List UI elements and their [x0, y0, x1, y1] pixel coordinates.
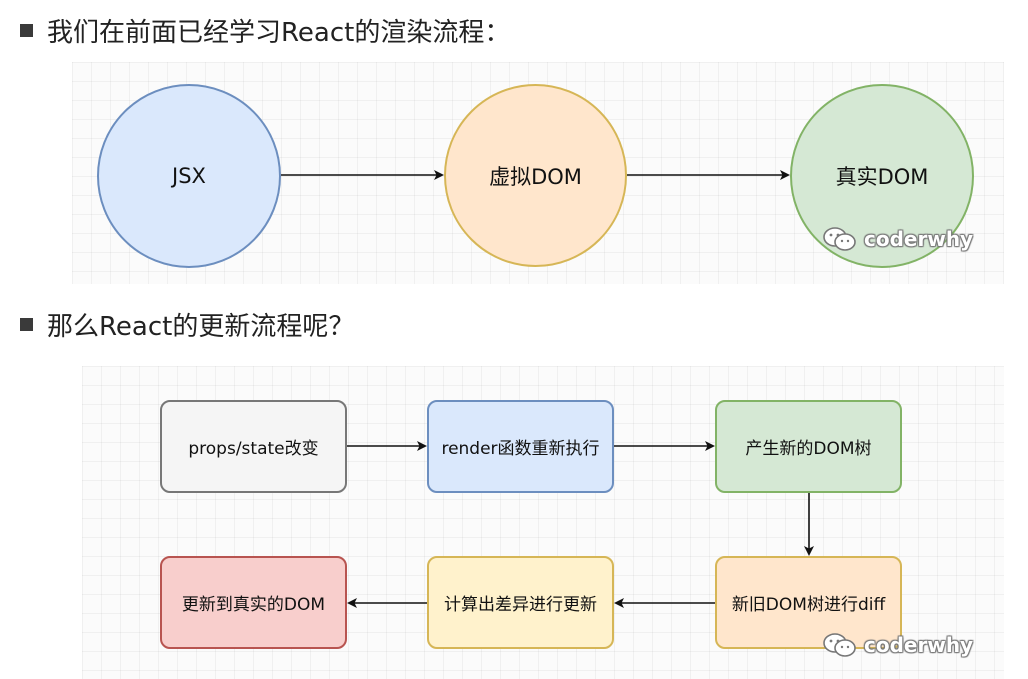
- watermark: coderwhy: [822, 226, 973, 252]
- render-flow-heading: 我们在前面已经学习React的渲染流程：: [20, 10, 510, 50]
- node-label: 新旧DOM树进行diff: [731, 595, 886, 615]
- square-bullet-icon: [20, 317, 33, 331]
- virtual-dom-node: 虚拟DOM: [444, 84, 627, 267]
- jsx-node: JSX: [97, 84, 281, 268]
- update-flow-heading: 那么React的更新流程呢？: [20, 304, 354, 344]
- node-label: props/state改变: [188, 439, 319, 459]
- node-label: JSX: [172, 164, 206, 188]
- new-dom-tree-node: 产生新的DOM树: [715, 400, 902, 493]
- node-label: 产生新的DOM树: [745, 439, 872, 459]
- heading-text: 我们在前面已经学习React的渲染流程：: [47, 17, 511, 48]
- node-label: 虚拟DOM: [489, 164, 582, 189]
- render-rerun-node: render函数重新执行: [427, 400, 614, 493]
- wechat-icon: [823, 227, 856, 251]
- heading-text: 那么React的更新流程呢？: [47, 311, 355, 342]
- node-label: render函数重新执行: [441, 439, 600, 459]
- square-bullet-icon: [20, 23, 33, 37]
- diff-node: 新旧DOM树进行diff: [715, 556, 902, 649]
- update-real-dom-node: 更新到真实的DOM: [160, 556, 347, 649]
- real-dom-node: 真实DOM: [790, 84, 974, 268]
- compute-patch-node: 计算出差异进行更新: [427, 556, 614, 649]
- watermark: coderwhy: [822, 632, 973, 658]
- node-label: 更新到真实的DOM: [181, 595, 326, 615]
- node-label: 计算出差异进行更新: [444, 595, 597, 615]
- watermark-text: coderwhy: [864, 227, 974, 251]
- node-label: 真实DOM: [835, 165, 929, 189]
- watermark-text: coderwhy: [864, 633, 974, 657]
- wechat-icon: [823, 633, 856, 657]
- props-state-change-node: props/state改变: [160, 400, 347, 493]
